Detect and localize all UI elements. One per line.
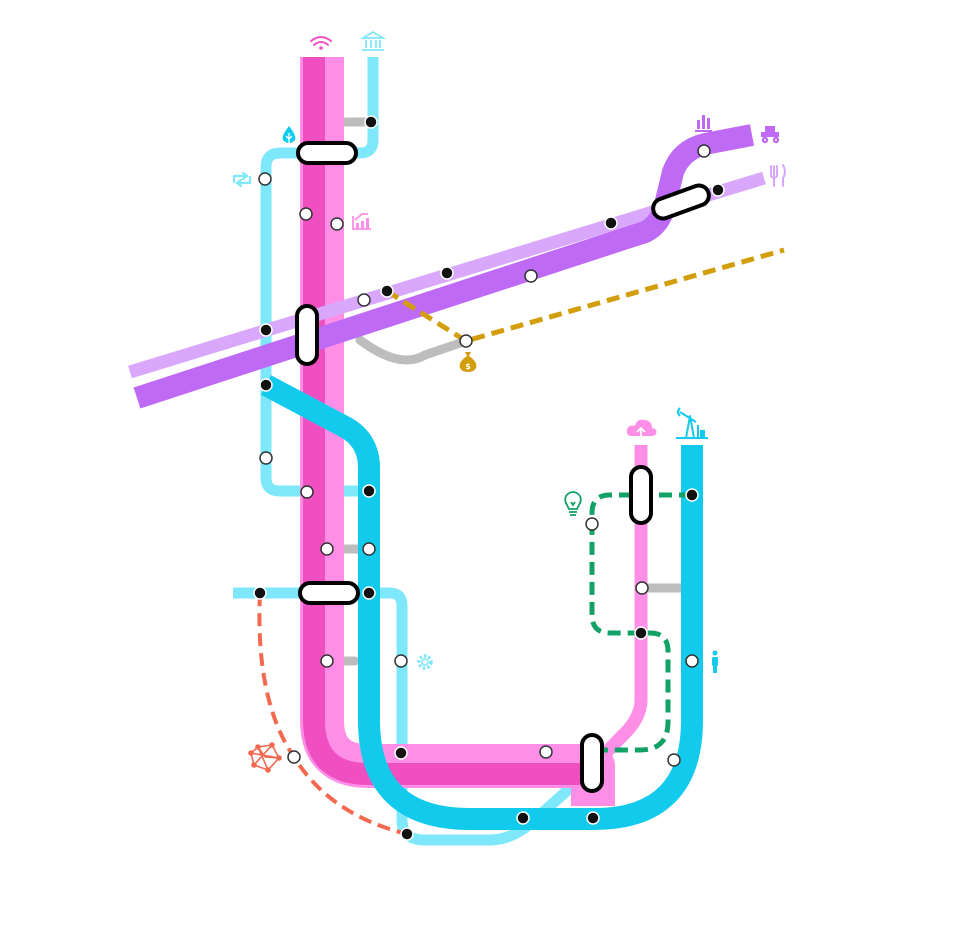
person-icon — [712, 650, 718, 673]
station[interactable] — [634, 626, 648, 640]
lightbulb-icon — [564, 491, 582, 516]
line-gold — [385, 247, 785, 344]
oil-pump-icon — [676, 407, 708, 439]
interchange-capsule[interactable] — [296, 141, 358, 165]
station[interactable] — [440, 266, 454, 280]
station[interactable] — [357, 293, 371, 307]
money-bag-icon: $ — [459, 352, 477, 372]
bar-chart-icon — [695, 115, 712, 132]
station[interactable] — [685, 488, 699, 502]
line-cyan-light — [233, 57, 594, 846]
cutlery-icon — [770, 164, 786, 187]
line-cyan — [260, 375, 703, 830]
station[interactable] — [259, 323, 273, 337]
purple-route — [133, 124, 755, 409]
cyan-route — [260, 375, 703, 830]
stations-light — [258, 144, 711, 767]
station[interactable] — [259, 378, 273, 392]
station[interactable] — [362, 586, 376, 600]
wheat-icon — [282, 126, 296, 143]
pink-route-core — [303, 57, 580, 785]
tractor-icon — [761, 126, 780, 144]
station[interactable] — [524, 269, 538, 283]
growth-chart-icon — [352, 213, 371, 230]
interchange-capsule[interactable] — [295, 304, 319, 366]
station[interactable] — [394, 654, 408, 668]
bank-icon — [359, 30, 387, 51]
station[interactable] — [604, 216, 618, 230]
station[interactable] — [635, 581, 649, 595]
interchanges — [295, 141, 711, 793]
transfer-connectors — [322, 117, 687, 666]
gold-route — [385, 247, 785, 344]
station[interactable] — [300, 485, 314, 499]
station[interactable] — [259, 451, 273, 465]
stations-dark — [253, 115, 725, 841]
station[interactable] — [362, 484, 376, 498]
interchange-capsule[interactable] — [629, 465, 653, 525]
station[interactable] — [539, 745, 553, 759]
station[interactable] — [364, 115, 378, 129]
interchange-capsule[interactable] — [580, 733, 604, 793]
cyan-light-route-top — [260, 57, 379, 497]
station[interactable] — [287, 750, 301, 764]
station[interactable] — [516, 811, 530, 825]
station[interactable] — [362, 542, 376, 556]
recycle-icon — [232, 171, 252, 188]
station[interactable] — [711, 183, 725, 197]
green-route — [589, 492, 692, 753]
station[interactable] — [685, 654, 699, 668]
station[interactable] — [320, 542, 334, 556]
station[interactable] — [697, 144, 711, 158]
station[interactable] — [394, 746, 408, 760]
interchange-capsule[interactable] — [650, 183, 711, 222]
interchange-capsule[interactable] — [298, 581, 360, 605]
station[interactable] — [380, 284, 394, 298]
station[interactable] — [320, 654, 334, 668]
svg-text:$: $ — [465, 362, 471, 371]
cloud-upload-icon — [626, 419, 657, 439]
gear-icon — [417, 654, 433, 670]
transfer-connector — [355, 335, 471, 365]
line-green — [589, 492, 692, 753]
station[interactable] — [667, 753, 681, 767]
station[interactable] — [400, 827, 414, 841]
station[interactable] — [258, 172, 272, 186]
network-icon — [248, 742, 282, 773]
line-purple — [133, 124, 755, 409]
station[interactable] — [299, 207, 313, 221]
station[interactable] — [330, 217, 344, 231]
pink-light-route — [588, 445, 648, 771]
station[interactable] — [253, 586, 267, 600]
station[interactable] — [459, 334, 473, 348]
wifi-icon — [310, 36, 332, 50]
station[interactable] — [586, 811, 600, 825]
station[interactable] — [585, 517, 599, 531]
